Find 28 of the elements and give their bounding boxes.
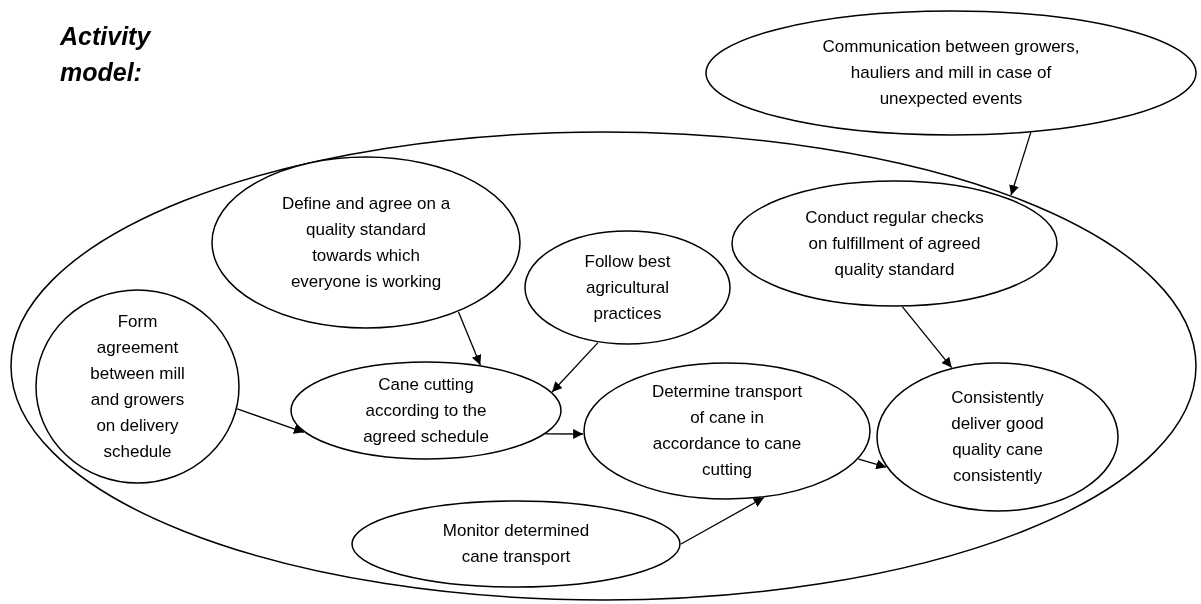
- activity-ellipse: [351, 500, 681, 588]
- activity-label: Communication between growers, hauliers and mill in case of unexpected events: [821, 36, 1081, 110]
- activity-label: Consistently deliver good quality cane consistently: [950, 387, 1045, 487]
- activity-label: Define and agree on a quality standard towards which everyone is working: [280, 192, 452, 293]
- activity-ellipse: [211, 156, 521, 329]
- arrow: [901, 306, 953, 369]
- activity-ellipse: [876, 362, 1119, 512]
- activity-ellipse: [583, 362, 871, 500]
- arrow: [457, 311, 482, 366]
- activity-label: Determine transport of cane in accordance to cane cutting: [650, 381, 804, 481]
- activity-ellipse: [524, 230, 731, 345]
- arrow: [551, 341, 599, 393]
- scope-ellipse: [10, 131, 1197, 601]
- activity-ellipse: [35, 289, 240, 484]
- diagram-title: Activity model:: [60, 21, 153, 88]
- activity-label: Cane cutting according to the agreed schedule: [362, 373, 490, 448]
- activity-ellipse: [290, 361, 562, 460]
- arrow: [857, 458, 887, 470]
- arrow: [236, 408, 305, 434]
- activity-label: Conduct regular checks on fulfillment of agreed quality standard: [804, 206, 985, 281]
- activity-ellipse: [705, 10, 1197, 136]
- arrow: [680, 497, 765, 545]
- activity-label: Monitor determined cane transport: [441, 520, 591, 568]
- activity-label: Form agreement between mill and growers on delivery schedule: [89, 310, 186, 463]
- activity-ellipse: [731, 180, 1058, 307]
- activity-label: Follow best agricultural practices: [583, 250, 672, 325]
- arrow: [1009, 131, 1032, 196]
- arrow: [545, 429, 584, 439]
